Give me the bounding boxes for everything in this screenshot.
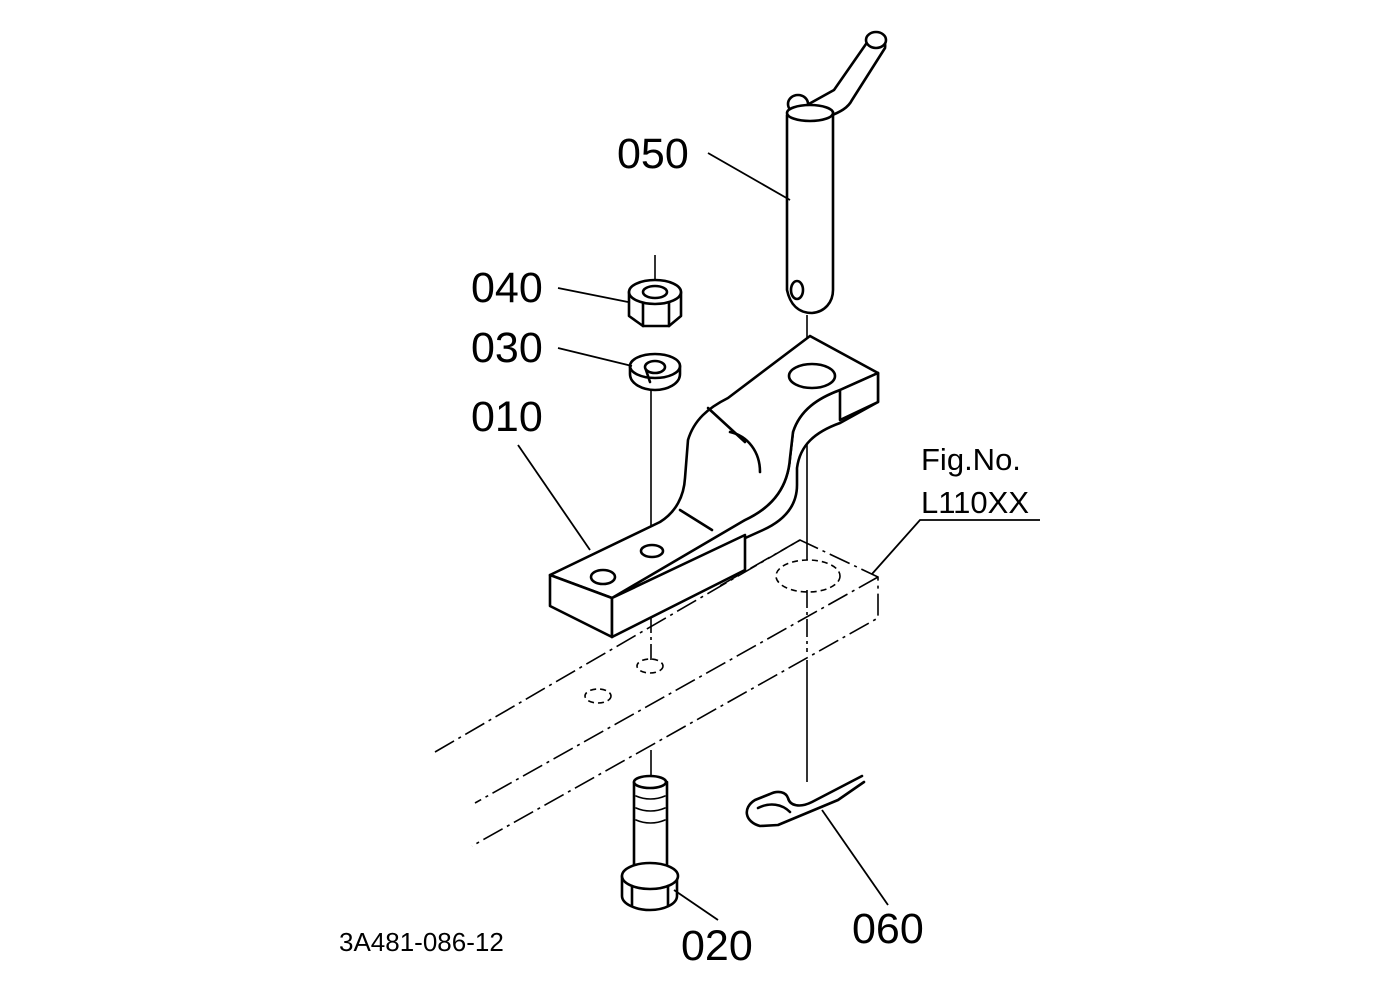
- top-link-pin: [785, 30, 888, 315]
- callout-020: 020: [681, 922, 753, 970]
- frame-bar-phantom: [434, 539, 879, 847]
- leader-lines: [517, 152, 1040, 921]
- drawing-code: 3A481-086-12: [339, 927, 504, 957]
- callout-040: 040: [471, 264, 543, 312]
- hex-bolt: [620, 774, 680, 912]
- callout-030: 030: [471, 324, 543, 372]
- drawbar-bracket: [548, 334, 880, 639]
- hex-nut: [627, 278, 683, 328]
- callout-010: 010: [471, 393, 543, 441]
- callout-060: 060: [852, 905, 924, 953]
- spring-washer: [628, 352, 682, 392]
- fig-number: L110XX: [921, 485, 1029, 520]
- figure-reference: Fig.No. L110XX: [921, 442, 1029, 520]
- fig-label: Fig.No.: [921, 442, 1021, 477]
- callout-labels: 050 040 030 010 020 060: [471, 130, 924, 970]
- r-clip: [745, 774, 866, 828]
- callout-050: 050: [617, 130, 689, 178]
